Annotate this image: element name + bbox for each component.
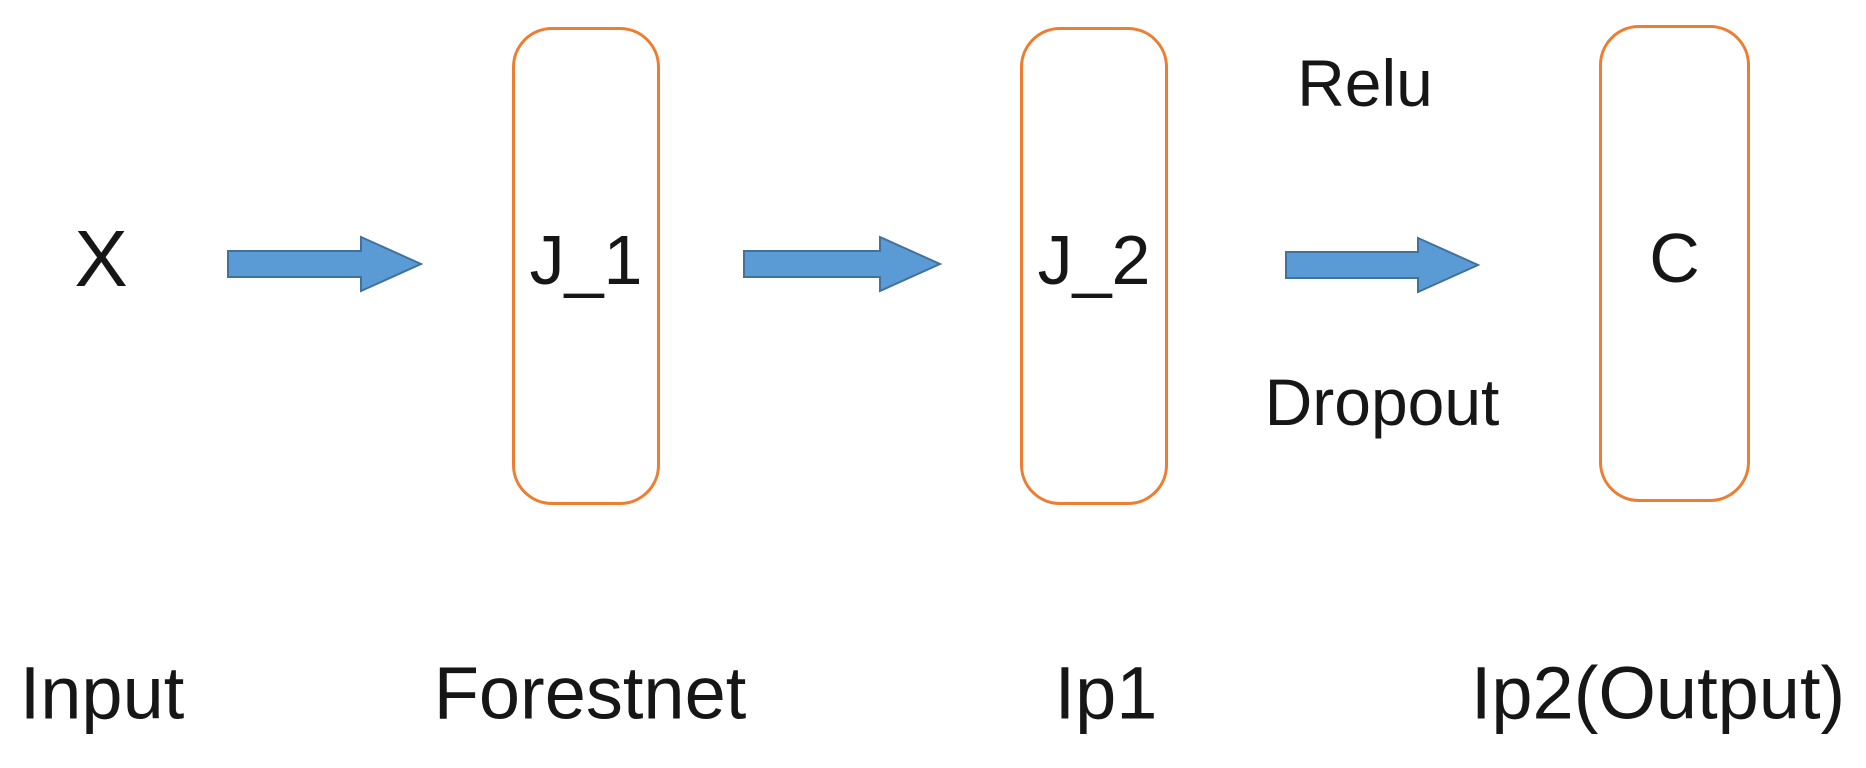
layer-label-forestnet: Forestnet — [433, 651, 747, 735]
flow-arrow-ip1-to-ip2 — [1285, 236, 1481, 294]
layer-label-input: Input — [19, 651, 185, 735]
flow-arrow-input-to-forestnet — [227, 235, 424, 293]
node-ip2-output: C — [1599, 25, 1750, 502]
node-ip1-label: J_2 — [1037, 221, 1151, 299]
dropout-annotation-label: Dropout — [1264, 365, 1500, 439]
node-forestnet-label: J_1 — [529, 221, 643, 299]
relu-annotation-label: Relu — [1297, 46, 1433, 120]
flow-arrow-forestnet-to-ip1 — [743, 235, 943, 293]
node-ip1: J_2 — [1020, 27, 1168, 505]
layer-label-ip2-output: Ip2(Output) — [1470, 651, 1846, 735]
node-ip2-output-label: C — [1649, 218, 1700, 297]
input-variable-label: X — [74, 214, 128, 303]
node-forestnet: J_1 — [512, 27, 660, 505]
layer-label-ip1: Ip1 — [1054, 651, 1158, 735]
